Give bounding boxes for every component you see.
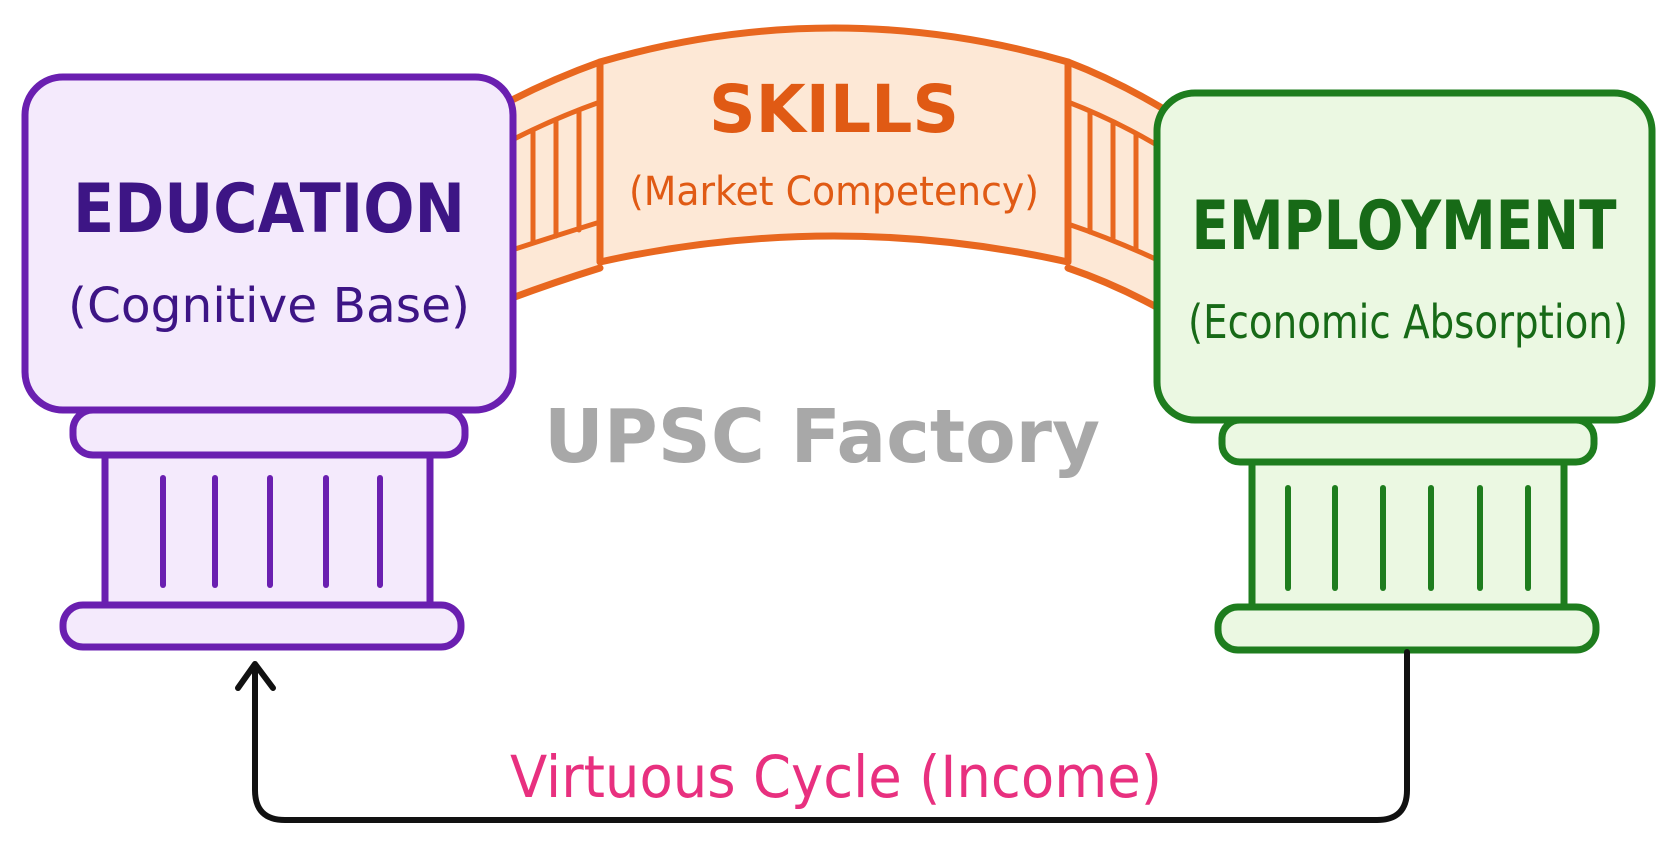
cycle-label-backdrop [505,728,1167,808]
cycle-label: Virtuous Cycle (Income) [510,743,1162,811]
education-title: EDUCATION [73,170,465,249]
employment-collar [1218,416,1598,466]
cycle-line [252,649,1410,823]
employment-title: EMPLOYMENT [1192,187,1617,266]
employment-flutes [1285,485,1531,591]
bridge-left-railing [508,58,604,302]
employment-base [1214,603,1600,654]
education-base [59,601,465,651]
employment-subtitle: (Economic Absorption) [1188,295,1628,349]
bridge-right-railing [1064,58,1166,314]
employment-pillar: EMPLOYMENT (Economic Absorption) [1153,89,1656,654]
virtuous-cycle-arrow: Virtuous Cycle (Income) [235,649,1410,823]
education-subtitle: (Cognitive Base) [68,278,470,334]
skills-title: SKILLS [709,71,959,148]
education-collar [69,406,469,459]
employment-shaft [1248,458,1568,611]
watermark: UPSC Factory [544,394,1100,480]
education-pillar: EDUCATION (Cognitive Base) [21,73,517,651]
education-flutes [160,475,383,588]
cycle-arrowhead-icon [235,661,276,691]
skills-banner: SKILLS (Market Competency) [596,24,1072,266]
skills-subtitle: (Market Competency) [629,169,1039,215]
skills-bridge: SKILLS (Market Competency) [508,24,1166,314]
